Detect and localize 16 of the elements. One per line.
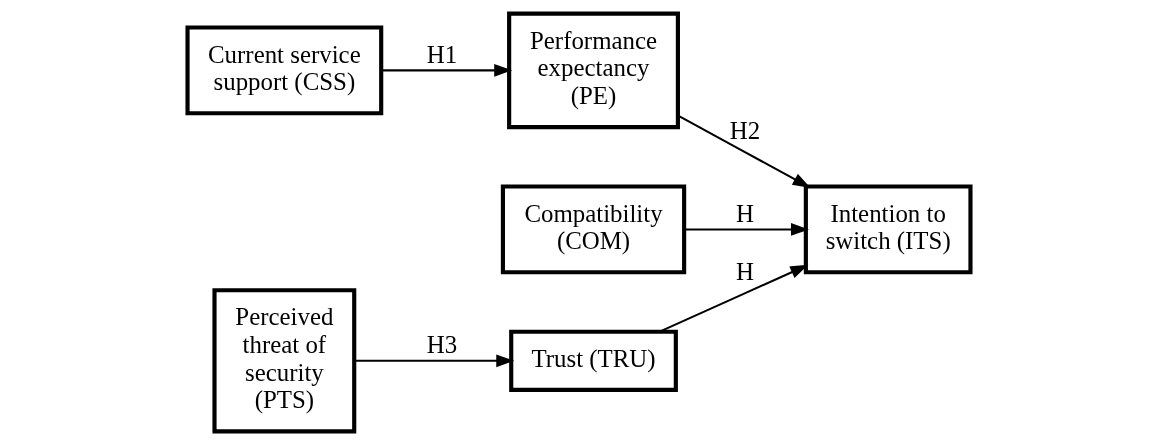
arrow [683, 223, 809, 236]
edge-label: H [735, 257, 754, 285]
edge-label: H3 [426, 331, 457, 359]
edge-label: H1 [426, 40, 457, 68]
node-box: Performance expectancy (PE) [506, 11, 680, 130]
arrow [677, 114, 811, 188]
arrow [380, 64, 512, 77]
arrow [354, 354, 514, 368]
edge-label: H [735, 199, 754, 227]
arrow [658, 264, 808, 333]
edge-label: H2 [729, 116, 760, 144]
node-box: Current service support (CSS) [184, 25, 383, 116]
node-box: Compatibility (COM) [500, 184, 686, 275]
node-box: Trust (TRU) [508, 329, 678, 392]
node-box: Perceived threat of security (PTS) [211, 288, 356, 434]
node-box: Intention to switch (ITS) [803, 184, 973, 275]
